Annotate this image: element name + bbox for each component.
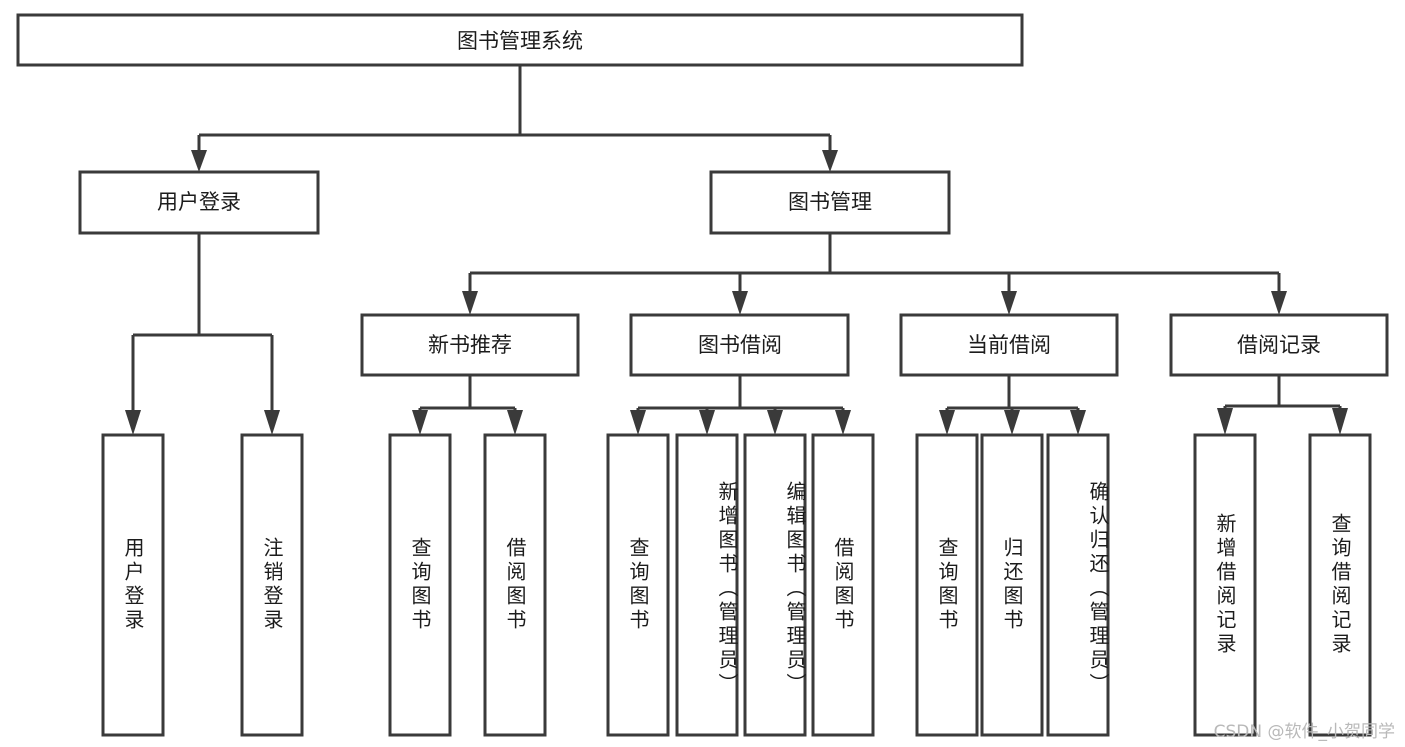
arrowhead-currentborrow-leaf2: [1004, 410, 1020, 435]
arrowhead-bookborrow-leaf2: [699, 410, 715, 435]
leaf-box-current-return[interactable]: [980, 433, 1044, 737]
node-book-borrow-label: 图书借阅: [698, 333, 782, 357]
node-borrow-record-label: 借阅记录: [1237, 333, 1321, 357]
arrowhead-borrowrecord-leaf1: [1217, 408, 1233, 435]
arrowhead-borrow-record: [1271, 291, 1287, 315]
leaf-box-record-add[interactable]: [1193, 433, 1257, 737]
leaf-box-current-confirm[interactable]: [1046, 433, 1110, 737]
csdn-watermark: CSDN @软件_小贺同学: [1213, 722, 1395, 742]
node-root-label: 图书管理系统: [457, 29, 583, 53]
arrowhead-borrowrecord-leaf2: [1332, 408, 1348, 435]
arrowhead-book-mgmt: [822, 150, 838, 172]
node-current-borrow-box[interactable]: [899, 313, 1119, 377]
node-user-login-label: 用户登录: [157, 190, 241, 214]
arrowhead-user-login: [191, 150, 207, 172]
node-root-box[interactable]: [16, 13, 1024, 67]
arrowhead-leaf-user-login: [125, 410, 141, 435]
arrowhead-bookborrow-leaf1: [630, 410, 646, 435]
leaf-box-current-query[interactable]: [915, 433, 979, 737]
arrowhead-currentborrow-leaf1: [939, 410, 955, 435]
leaf-box-record-query[interactable]: [1308, 433, 1372, 737]
leaf-box-borrow-lend[interactable]: [811, 433, 875, 737]
arrowhead-new-book-recommend: [462, 291, 478, 315]
node-new-book-recommend-label: 新书推荐: [428, 333, 512, 357]
arrowhead-book-borrow: [732, 291, 748, 315]
arrowhead-bookborrow-leaf3: [767, 410, 783, 435]
node-book-management-box[interactable]: [709, 170, 951, 235]
leaf-box-borrow-add[interactable]: [675, 433, 739, 737]
node-new-book-recommend-box[interactable]: [360, 313, 580, 377]
arrowhead-newbook-leaf2: [507, 410, 523, 435]
node-layer: 图书管理系统 用户登录 图书管理 新书推荐 图书借阅 当前借阅 借阅记录: [16, 13, 1389, 737]
leaf-box-user-login[interactable]: [101, 433, 165, 737]
arrowhead-currentborrow-leaf3: [1070, 410, 1086, 435]
arrowhead-newbook-leaf1: [412, 410, 428, 435]
node-current-borrow-label: 当前借阅: [967, 333, 1051, 357]
node-borrow-record-box[interactable]: [1169, 313, 1389, 377]
node-user-login-box[interactable]: [78, 170, 320, 235]
leaf-box-newbook-query[interactable]: [388, 433, 452, 737]
node-book-borrow-box[interactable]: [629, 313, 850, 377]
leaf-box-newbook-borrow[interactable]: [483, 433, 547, 737]
connector-layer: [125, 65, 1348, 435]
arrowhead-bookborrow-leaf4: [835, 410, 851, 435]
arrowhead-current-borrow: [1001, 291, 1017, 315]
node-book-management-label: 图书管理: [788, 190, 872, 214]
arrowhead-leaf-logout: [264, 410, 280, 435]
leaf-box-borrow-query[interactable]: [606, 433, 670, 737]
leaf-box-borrow-edit[interactable]: [743, 433, 807, 737]
leaf-box-logout[interactable]: [240, 433, 304, 737]
